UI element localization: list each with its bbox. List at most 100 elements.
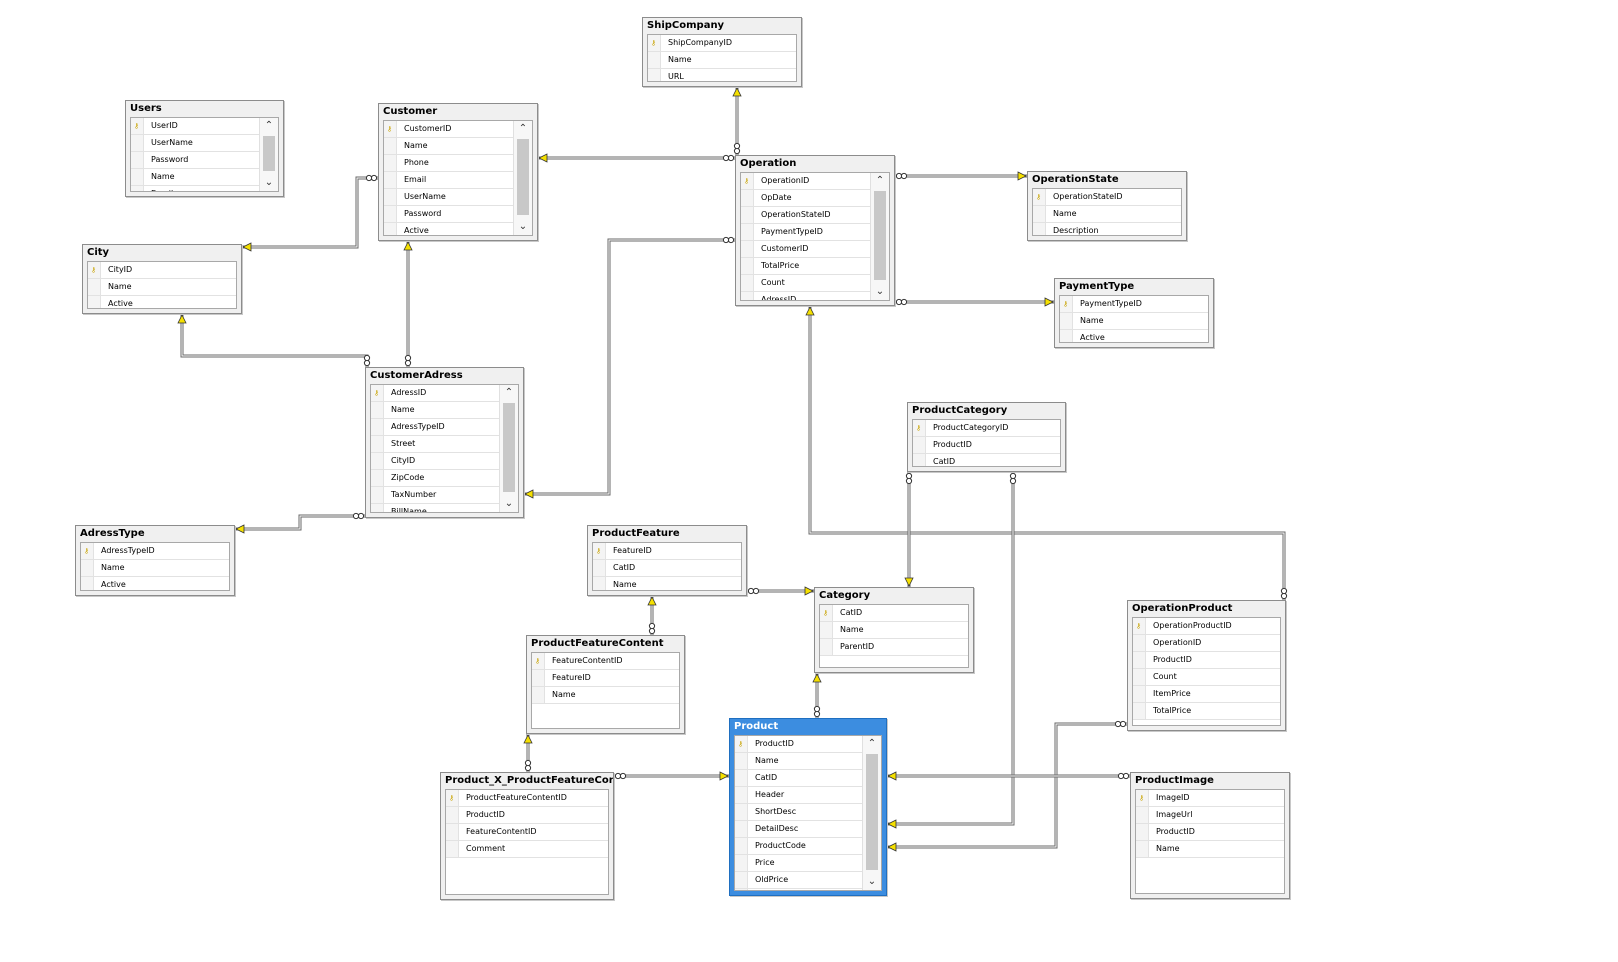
chevron-up-icon[interactable]: ⌃ (867, 738, 877, 749)
column-row[interactable]: Password (384, 206, 532, 223)
column-row[interactable]: OperationID (1133, 635, 1280, 652)
row-selector[interactable] (1033, 189, 1046, 205)
row-selector[interactable] (1060, 313, 1073, 329)
column-row[interactable]: AdressTypeID (371, 419, 518, 436)
column-row[interactable]: UserName (384, 189, 532, 206)
row-selector[interactable] (384, 189, 397, 205)
row-selector[interactable] (88, 262, 101, 278)
column-row[interactable]: Name (593, 577, 741, 590)
column-row[interactable]: PaymentTypeID (741, 224, 889, 241)
row-selector[interactable] (371, 436, 384, 452)
column-row[interactable]: DetailDesc (735, 821, 881, 838)
column-row[interactable]: UserName (131, 135, 278, 152)
row-selector[interactable] (1136, 807, 1149, 823)
row-selector[interactable] (741, 241, 754, 257)
row-selector[interactable] (384, 121, 397, 137)
row-selector[interactable] (81, 577, 94, 590)
column-row[interactable]: CatID (735, 770, 881, 787)
column-row[interactable]: ZipCode (371, 470, 518, 487)
row-selector[interactable] (1133, 635, 1146, 651)
row-selector[interactable] (648, 52, 661, 68)
column-row[interactable]: FeatureContentID (446, 824, 608, 841)
row-selector[interactable] (593, 543, 606, 559)
row-selector[interactable] (446, 807, 459, 823)
chevron-up-icon[interactable]: ⌃ (518, 123, 528, 134)
chevron-up-icon[interactable]: ⌃ (875, 175, 885, 186)
column-row[interactable]: Name (820, 622, 968, 639)
column-row[interactable]: Name (1060, 313, 1208, 330)
column-row[interactable]: ⚷ProductFeatureContentID (446, 790, 608, 807)
row-selector[interactable] (81, 560, 94, 576)
column-row[interactable]: ⚷AdressTypeID (81, 543, 229, 560)
column-row[interactable]: Name (131, 169, 278, 186)
row-selector[interactable] (735, 838, 748, 854)
scrollbar-thumb[interactable] (263, 136, 275, 171)
table-title[interactable]: Customer (383, 106, 438, 117)
column-row[interactable]: URL (648, 69, 796, 81)
chevron-down-icon[interactable]: ⌄ (504, 498, 514, 509)
row-selector[interactable] (741, 275, 754, 291)
column-row[interactable]: ParentID (820, 639, 968, 656)
chevron-up-icon[interactable]: ⌃ (264, 120, 274, 131)
table-title[interactable]: ProductCategory (912, 405, 1008, 416)
column-row[interactable]: ProductCode (735, 838, 881, 855)
column-row[interactable]: ⚷AdressID (371, 385, 518, 402)
row-selector[interactable] (913, 437, 926, 453)
row-selector[interactable] (1133, 669, 1146, 685)
row-selector[interactable] (741, 258, 754, 274)
scrollbar[interactable]: ⌃⌄ (259, 118, 278, 191)
table-title[interactable]: City (87, 247, 110, 258)
column-row[interactable]: Count (741, 275, 889, 292)
column-row[interactable]: Name (371, 402, 518, 419)
table-title[interactable]: ProductFeature (592, 528, 680, 539)
row-selector[interactable] (446, 841, 459, 857)
column-row[interactable]: Name (648, 52, 796, 69)
table-title[interactable]: Product (734, 721, 779, 732)
column-row[interactable]: Name (1136, 841, 1284, 858)
column-row[interactable]: ⚷CatID (820, 605, 968, 622)
chevron-down-icon[interactable]: ⌄ (867, 876, 877, 887)
row-selector[interactable] (81, 543, 94, 559)
scrollbar[interactable]: ⌃⌄ (870, 173, 889, 300)
row-selector[interactable] (131, 118, 144, 134)
row-selector[interactable] (1133, 686, 1146, 702)
row-selector[interactable] (735, 804, 748, 820)
row-selector[interactable] (371, 419, 384, 435)
row-selector[interactable] (1060, 296, 1073, 312)
row-selector[interactable] (1033, 223, 1046, 235)
column-row[interactable]: ⚷ProductCategoryID (913, 420, 1060, 437)
column-row[interactable]: TotalPrice (741, 258, 889, 275)
row-selector[interactable] (131, 186, 144, 191)
column-row[interactable]: OperationStateID (741, 207, 889, 224)
column-row[interactable]: ⚷UserID (131, 118, 278, 135)
column-row[interactable]: ⚷FeatureContentID (532, 653, 679, 670)
row-selector[interactable] (1060, 330, 1073, 342)
row-selector[interactable] (131, 135, 144, 151)
table-title[interactable]: Users (130, 103, 162, 114)
row-selector[interactable] (371, 487, 384, 503)
column-row[interactable]: Description (1033, 223, 1181, 235)
row-selector[interactable] (820, 622, 833, 638)
row-selector[interactable] (735, 872, 748, 888)
row-selector[interactable] (88, 279, 101, 295)
column-row[interactable]: CustomerID (741, 241, 889, 258)
chevron-down-icon[interactable]: ⌄ (875, 286, 885, 297)
row-selector[interactable] (735, 770, 748, 786)
row-selector[interactable] (913, 454, 926, 466)
column-row[interactable]: ⚷OperationStateID (1033, 189, 1181, 206)
row-selector[interactable] (384, 172, 397, 188)
column-row[interactable]: IsInShowcase (735, 889, 881, 890)
table-title[interactable]: OperationState (1032, 174, 1119, 185)
table-title[interactable]: OperationProduct (1132, 603, 1233, 614)
table-title[interactable]: CustomerAdress (370, 370, 463, 381)
column-row[interactable]: Name (532, 687, 679, 704)
row-selector[interactable] (593, 560, 606, 576)
